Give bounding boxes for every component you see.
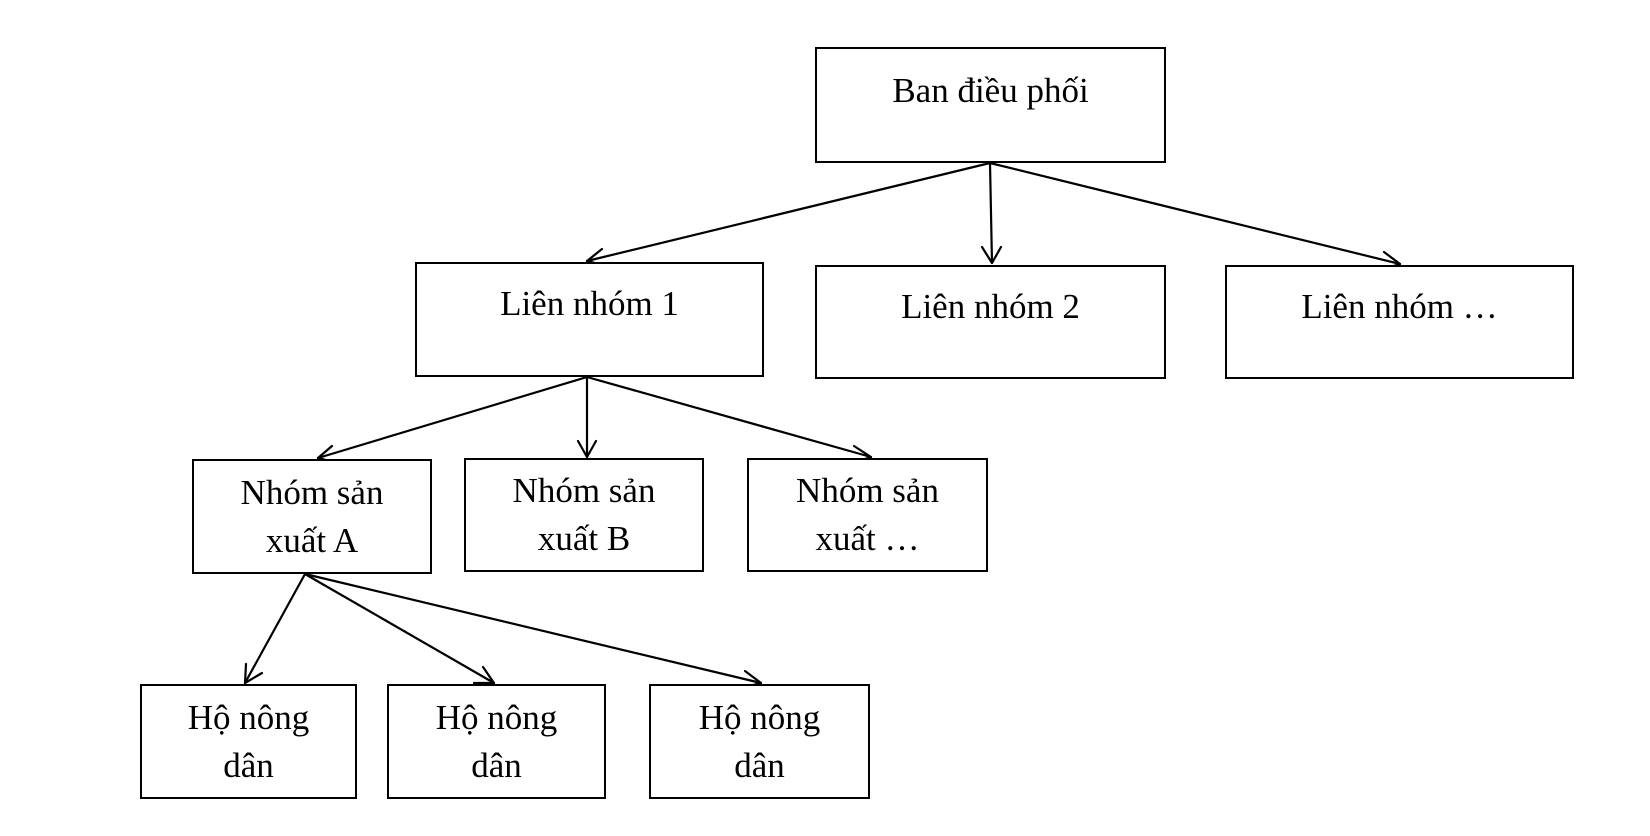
node-label: Liên nhóm 1: [500, 284, 679, 323]
node-lien-nhom-1: Liên nhóm 1: [415, 262, 764, 377]
node-label: Liên nhóm …: [1301, 287, 1498, 326]
node-label-line-2: xuất …: [815, 519, 920, 558]
edge-lien-nhom-1-to-nhom-a: [316, 375, 589, 460]
node-label-line-1: Nhóm sản: [240, 472, 384, 512]
node-ho-nong-dan-3: Hộ nông dân: [649, 684, 870, 799]
node-label-line-2: dân: [223, 745, 274, 785]
node-label: Hộ nông dân: [142, 694, 355, 790]
node-nhom-san-xuat-a: Nhóm sản xuất A: [192, 459, 432, 574]
node-label-line-2: dân: [471, 745, 522, 785]
arrowhead-lien-nhom-2: [980, 245, 1003, 265]
node-label-line-2: dân: [734, 745, 785, 785]
node-label: Nhóm sản xuất B: [466, 467, 702, 563]
node-label-line-2: xuất B: [537, 519, 631, 558]
edge-nhom-a-to-ho-1: [243, 572, 307, 685]
node-ban-dieu-phoi: Ban điều phối: [815, 47, 1166, 163]
edge-nhom-a-to-ho-2: [303, 572, 496, 685]
node-label: Nhóm sản xuất A: [194, 469, 430, 565]
node-label: Liên nhóm 2: [901, 287, 1080, 326]
node-label: Nhóm sản xuất …: [749, 467, 986, 563]
node-label-line-1: Nhóm sản: [512, 471, 656, 510]
edge-root-to-lien-nhom-2: [988, 161, 994, 265]
node-label-line-2: xuất A: [265, 520, 359, 560]
node-label-line-1: Hộ nông: [187, 697, 310, 737]
node-label-line-1: Hộ nông: [435, 697, 558, 737]
node-lien-nhom-more: Liên nhóm …: [1225, 265, 1574, 379]
arrowhead-ho-2: [472, 665, 496, 685]
node-label-line-1: Nhóm sản: [796, 471, 939, 510]
node-label: Hộ nông dân: [389, 694, 604, 790]
node-ho-nong-dan-1: Hộ nông dân: [140, 684, 357, 799]
node-ho-nong-dan-2: Hộ nông dân: [387, 684, 606, 799]
edge-lien-nhom-1-to-nhom-c: [585, 375, 873, 459]
edge-root-to-lien-nhom-1: [585, 161, 992, 263]
edge-root-to-lien-nhom-3: [988, 161, 1402, 266]
node-lien-nhom-2: Liên nhóm 2: [815, 265, 1166, 379]
node-nhom-san-xuat-more: Nhóm sản xuất …: [747, 458, 988, 572]
node-nhom-san-xuat-b: Nhóm sản xuất B: [464, 458, 704, 572]
node-label-line-1: Hộ nông: [698, 697, 821, 737]
arrowhead-nhom-b: [576, 439, 598, 459]
edge-nhom-a-to-ho-3: [303, 572, 763, 685]
node-label: Hộ nông dân: [651, 694, 868, 790]
node-label: Ban điều phối: [892, 71, 1089, 110]
arrowhead-ho-1: [243, 662, 264, 685]
